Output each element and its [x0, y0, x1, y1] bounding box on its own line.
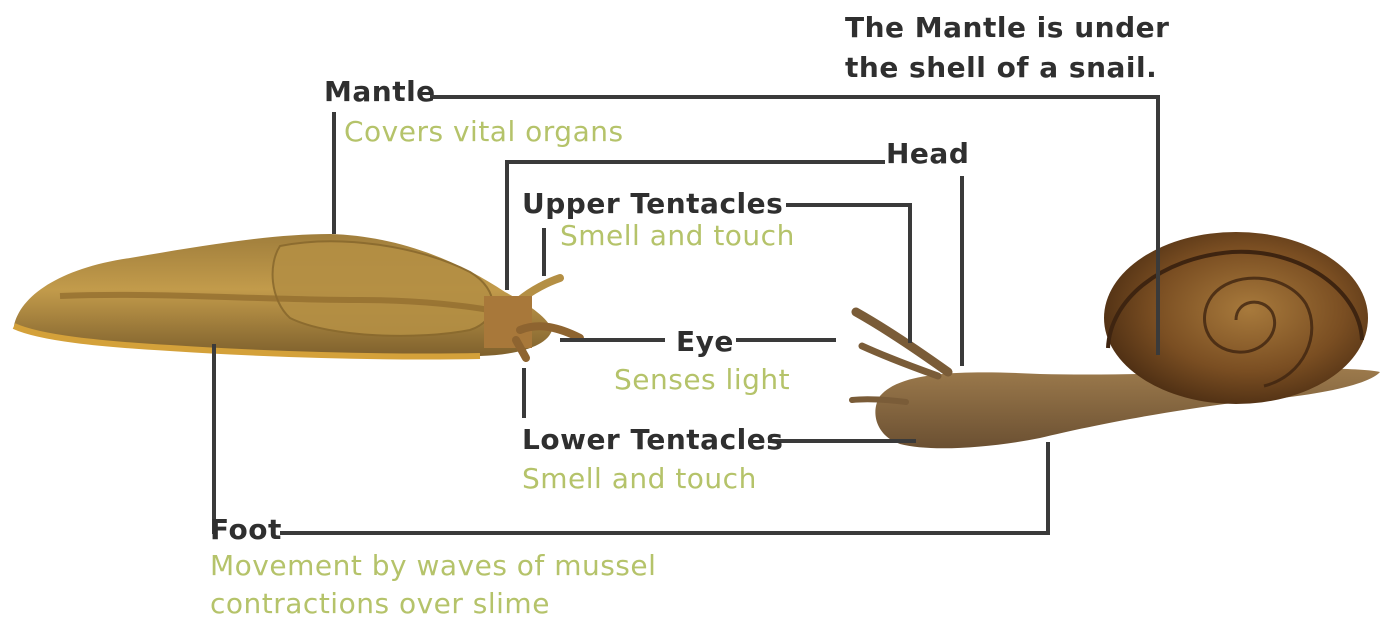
- mantle-title: Mantle: [324, 78, 436, 106]
- eye-line-right: [736, 338, 836, 342]
- eye-title: Eye: [676, 328, 734, 356]
- upper-tentacles-description: Smell and touch: [560, 222, 795, 250]
- foot-line-slug-drop: [212, 344, 216, 534]
- upper-tentacles-title: Upper Tentacles: [522, 190, 783, 218]
- snail-lower-tentacle: [852, 399, 906, 402]
- upper-tentacles-line-snail-drop: [908, 203, 912, 343]
- foot-line-snail-drop: [1046, 442, 1050, 535]
- mantle-note-line-2: the shell of a snail.: [845, 48, 1169, 88]
- head-line-slug-drop: [505, 160, 509, 290]
- mantle-line-slug-drop: [332, 112, 336, 234]
- lower-tentacles-line-horizontal: [768, 439, 916, 443]
- eye-line-left: [560, 338, 665, 342]
- snail-illustration: [852, 232, 1380, 448]
- foot-description-line-2: contractions over slime: [210, 590, 550, 618]
- mantle-note: The Mantle is under the shell of a snail…: [845, 8, 1169, 88]
- upper-tentacles-line-horizontal: [786, 203, 912, 207]
- upper-tentacles-line-slug-drop: [542, 228, 546, 276]
- slug-head-patch: [484, 296, 532, 348]
- mantle-line-horizontal: [430, 95, 1160, 99]
- mantle-description: Covers vital organs: [344, 118, 624, 146]
- slug-illustration: [14, 234, 580, 358]
- mantle-note-line-1: The Mantle is under: [845, 8, 1169, 48]
- head-line-snail-drop: [960, 176, 964, 366]
- mantle-line-snail-drop: [1156, 95, 1160, 355]
- head-line-horizontal: [505, 160, 885, 164]
- foot-title: Foot: [210, 516, 282, 544]
- eye-description: Senses light: [614, 366, 790, 394]
- lower-tentacles-line-slug-drop: [522, 368, 526, 418]
- slug-mantle: [273, 241, 493, 336]
- head-title: Head: [886, 140, 969, 168]
- foot-line-horizontal: [280, 531, 1050, 535]
- foot-description-line-1: Movement by waves of mussel: [210, 552, 656, 580]
- lower-tentacles-description: Smell and touch: [522, 465, 757, 493]
- lower-tentacles-title: Lower Tentacles: [522, 426, 783, 454]
